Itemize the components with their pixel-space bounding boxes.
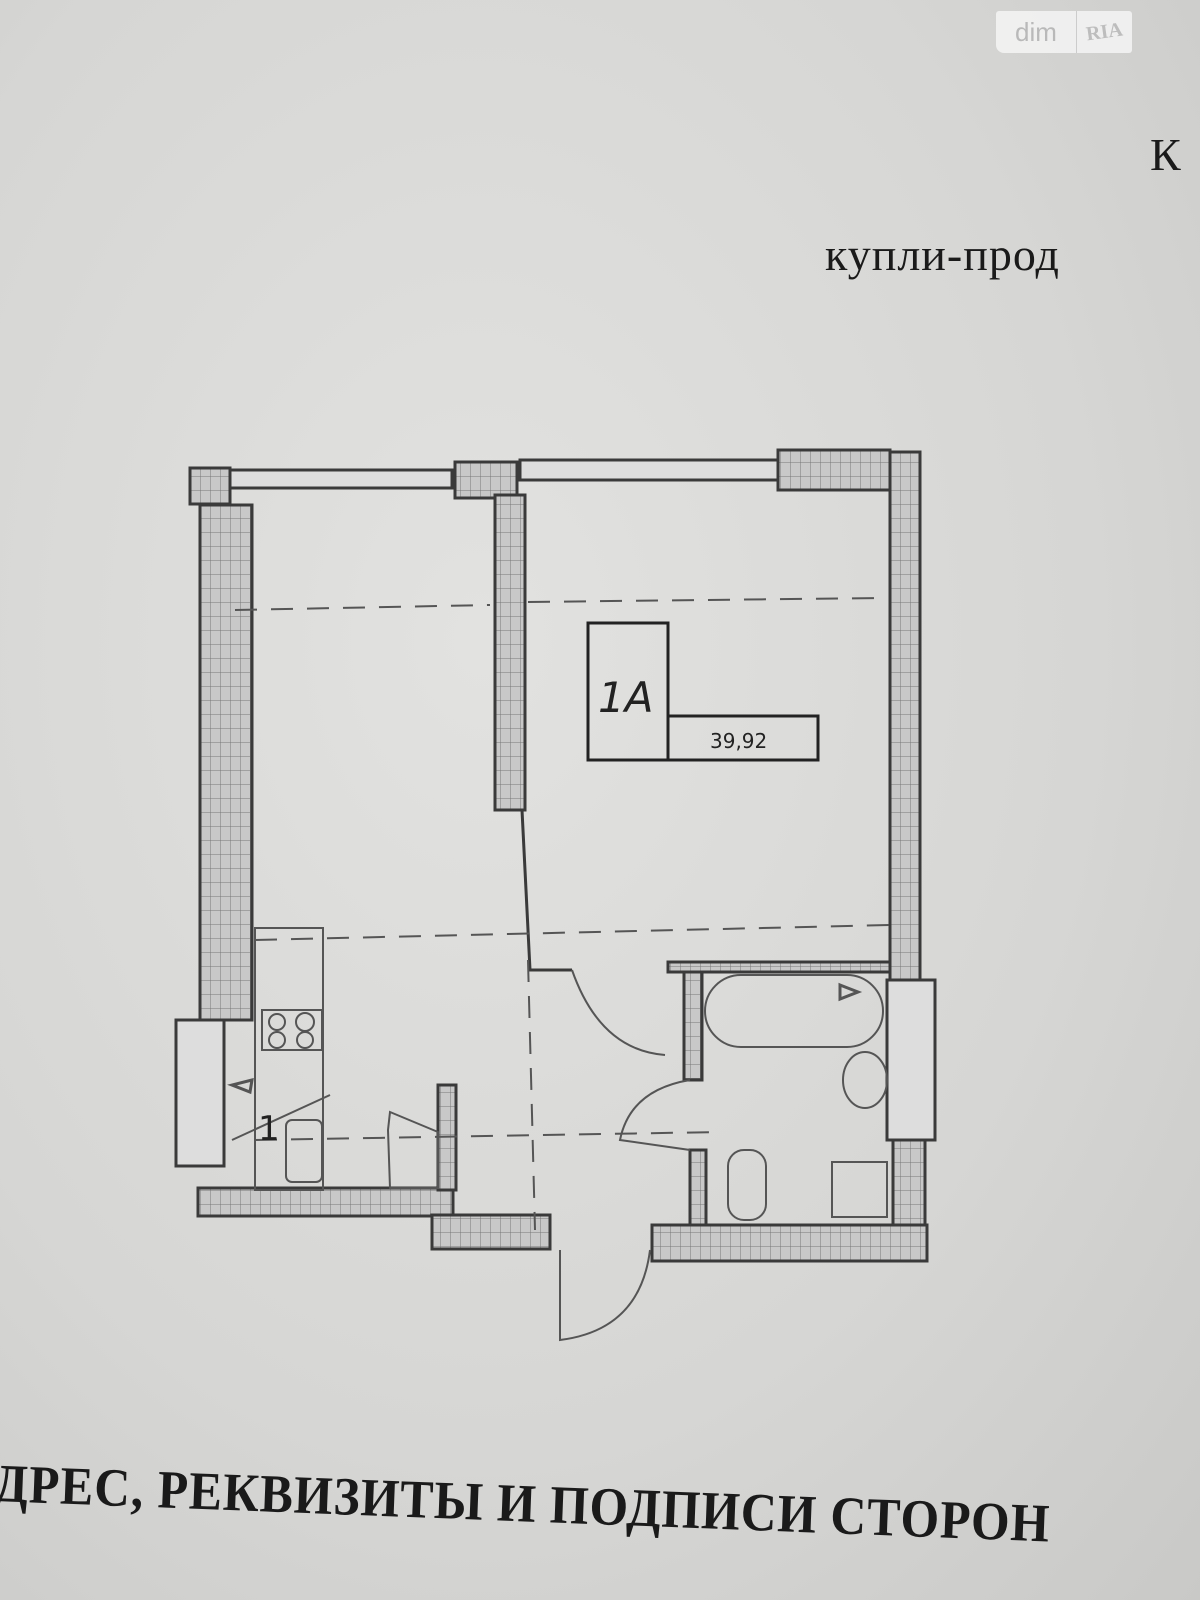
plan-mark <box>295 1012 315 1032</box>
wall-middle-thin <box>520 809 572 972</box>
dash-line <box>254 924 891 941</box>
wall-top-left-pillar <box>188 466 232 506</box>
wall-bottom-entry-left <box>430 1213 552 1251</box>
dash-line <box>527 959 536 1231</box>
plan-mark <box>268 1013 286 1031</box>
door-arc-entry <box>559 1249 651 1342</box>
area-value: 39,92 <box>710 729 767 753</box>
door-arc-bedroom <box>571 969 666 1056</box>
plan-mark <box>268 1031 286 1049</box>
washbasin-icon <box>842 1051 888 1109</box>
wall-middle <box>493 493 527 812</box>
fridge-icon <box>386 1110 439 1189</box>
wall-bottom-left <box>196 1186 455 1218</box>
plan-mark <box>586 621 820 762</box>
plan-mark <box>838 982 863 1002</box>
sink-icon <box>285 1119 323 1183</box>
plan-mark <box>234 597 891 1231</box>
wall-bath-lower <box>688 1148 708 1227</box>
kitchen-counter <box>254 927 324 1191</box>
stove-icon <box>261 1009 323 1051</box>
apartment-label-box <box>586 621 670 762</box>
door-arc-bath <box>618 1079 691 1151</box>
watermark-dim: dim <box>996 11 1077 53</box>
wall-top-mid-pillar <box>453 460 519 500</box>
plan-mark <box>227 1077 254 1095</box>
window-left <box>174 1018 226 1168</box>
window-right <box>885 978 937 1142</box>
plan-mark <box>296 1031 314 1049</box>
kitchen-diagonal <box>231 1094 331 1141</box>
wall-bottom-right <box>650 1223 929 1263</box>
washing-machine-icon <box>831 1161 888 1218</box>
dash-line <box>234 604 491 611</box>
plan-mark <box>227 927 888 1342</box>
window-top-left <box>228 468 454 490</box>
header-line: купли-прод <box>825 229 1060 280</box>
plan-mark <box>174 448 937 1263</box>
header-letter: К <box>1150 129 1181 180</box>
wall-bath-left <box>682 970 704 1082</box>
wall-right <box>888 450 922 982</box>
bathtub-icon <box>704 974 884 1048</box>
wall-top-right-pillar <box>776 448 892 492</box>
apartment-label: 1A <box>598 673 653 722</box>
watermark-logo: dim RIA <box>996 11 1132 53</box>
toilet-icon <box>727 1149 767 1221</box>
dash-line <box>527 597 881 603</box>
area-box <box>666 714 820 762</box>
dash-line <box>254 1131 721 1141</box>
window-top-right <box>518 458 780 482</box>
wall-bath-top <box>666 960 892 974</box>
wall-left <box>198 503 254 1022</box>
kitchen-marker: 1 <box>258 1109 280 1149</box>
wall-right-lower <box>891 1138 927 1227</box>
